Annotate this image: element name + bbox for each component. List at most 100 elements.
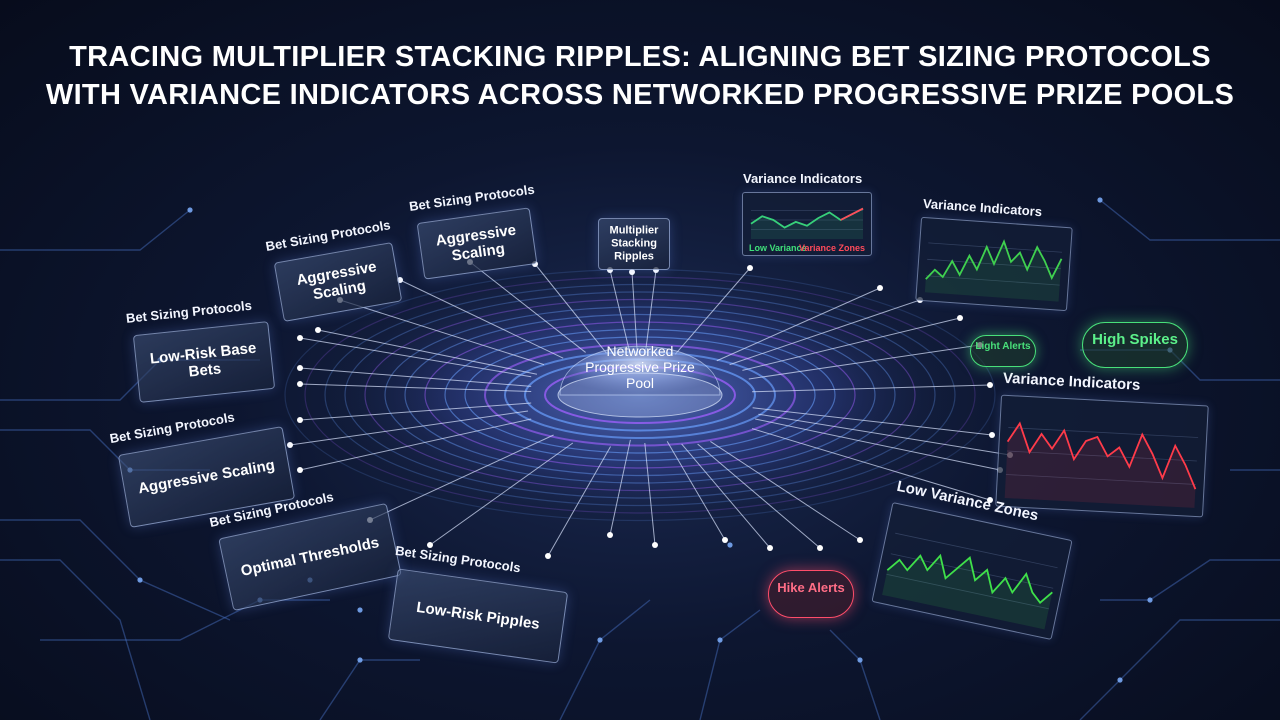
chart-plot xyxy=(924,239,1063,302)
panel-body: Optimal Thresholds xyxy=(239,534,381,580)
connection-line xyxy=(631,271,638,356)
connection-line xyxy=(729,299,921,366)
light-alerts-pill: Light Alerts xyxy=(970,335,1036,367)
ripple-ring xyxy=(384,306,896,484)
connection-line xyxy=(317,329,538,375)
connection-line xyxy=(547,446,611,557)
circuit-trace xyxy=(40,599,330,641)
connection-node xyxy=(989,432,995,438)
hub-dome xyxy=(559,345,721,396)
chart-plot xyxy=(882,532,1058,630)
variance-chart-upper-right: Variance Indicators xyxy=(915,196,1073,312)
connection-node xyxy=(545,553,551,559)
connection-line xyxy=(716,287,881,362)
variance-chart-right: Variance Indicators xyxy=(995,370,1209,518)
ripple-ring xyxy=(364,298,916,492)
connection-line xyxy=(644,269,657,356)
page-title: TRACING MULTIPLIER STACKING RIPPLES: ALI… xyxy=(0,38,1280,114)
connection-node xyxy=(817,545,823,551)
connection-node xyxy=(629,269,635,275)
circuit-node xyxy=(357,607,363,613)
connection-line xyxy=(369,434,554,521)
connection-node xyxy=(315,327,321,333)
panel-body: Aggressive Scaling xyxy=(295,258,378,304)
panel-body: Low-Risk Base Bets xyxy=(149,339,258,381)
ripple-ring xyxy=(444,328,836,462)
connection-node xyxy=(747,265,753,271)
connection-node xyxy=(287,442,293,448)
chart-area xyxy=(882,555,1053,630)
circuit-node xyxy=(857,657,863,663)
title-line-1: TRACING MULTIPLIER STACKING RIPPLES: ALI… xyxy=(69,41,1211,73)
connection-line xyxy=(710,440,861,541)
panel-body: Multiplier Stacking Ripples xyxy=(609,224,659,263)
chart-footer-right: Variance Zones xyxy=(798,243,865,253)
panel-body: Aggressive Scaling xyxy=(434,221,518,265)
chart-plot xyxy=(750,207,864,239)
hike-alerts-pill: Hike Alerts xyxy=(768,570,854,618)
connection-node xyxy=(297,335,303,341)
connection-line xyxy=(609,269,631,356)
connection-line xyxy=(697,443,821,549)
chart-line xyxy=(925,239,1063,281)
connection-line xyxy=(299,418,532,471)
connection-line xyxy=(674,267,751,355)
chart-line xyxy=(886,553,1053,604)
connection-line xyxy=(339,299,545,366)
connection-line xyxy=(681,443,771,549)
circuit-trace xyxy=(0,519,231,621)
chart-gridline xyxy=(1005,474,1196,485)
circuit-node xyxy=(187,207,193,213)
circuit-node xyxy=(1147,597,1153,603)
circuit-trace xyxy=(1100,559,1280,601)
ripple-ring xyxy=(404,313,876,477)
connection-line xyxy=(752,407,993,436)
connection-node xyxy=(987,382,993,388)
chart-plot xyxy=(1004,421,1199,508)
circuit-node xyxy=(357,657,363,663)
ripple-ring xyxy=(464,336,816,454)
connection-node xyxy=(957,315,963,321)
connection-line xyxy=(742,317,961,371)
connection-line xyxy=(666,441,726,541)
circuit-node xyxy=(137,577,143,583)
circuit-trace xyxy=(699,609,761,720)
chart-accent-line xyxy=(840,207,864,221)
connection-line xyxy=(644,442,656,546)
circuit-trace xyxy=(1079,619,1280,720)
connection-node xyxy=(427,542,433,548)
circuit-trace xyxy=(0,559,151,720)
connection-line xyxy=(748,344,981,380)
circuit-trace xyxy=(1099,199,1280,241)
connection-node xyxy=(297,381,303,387)
ripple-ring xyxy=(344,291,936,499)
ripple-ring xyxy=(484,343,796,447)
connection-line xyxy=(469,261,586,353)
connection-node xyxy=(722,537,728,543)
chart-gridline xyxy=(895,532,1058,569)
low-variance-zones-chart: Low Variance Zones xyxy=(871,478,1073,641)
panel-body: Aggressive Scaling xyxy=(136,456,277,498)
circuit-node xyxy=(1097,197,1103,203)
chart-area xyxy=(924,241,1062,302)
circuit-node xyxy=(727,542,733,548)
connection-node xyxy=(297,467,303,473)
bet-sizing-panel-low-risk: Bet Sizing Protocols Low-Risk Base Bets xyxy=(125,298,276,403)
circuit-trace xyxy=(319,659,420,720)
circuit-trace xyxy=(829,629,881,720)
circuit-trace xyxy=(0,209,191,251)
multiplier-stacking-panel: Multiplier Stacking Ripples xyxy=(598,218,670,270)
connection-line xyxy=(609,439,631,536)
connection-line xyxy=(299,402,532,421)
connection-node xyxy=(857,537,863,543)
circuit-trace xyxy=(559,599,651,720)
connection-line xyxy=(299,383,532,392)
variance-chart-top: Variance Indicators Low Variance Varianc… xyxy=(742,171,872,256)
connection-line xyxy=(758,413,1011,456)
chart-gridline xyxy=(1007,450,1197,462)
connection-node xyxy=(652,542,658,548)
chart-gridline xyxy=(1008,427,1199,438)
chart-gridline xyxy=(925,275,1060,286)
connection-line xyxy=(299,367,532,387)
